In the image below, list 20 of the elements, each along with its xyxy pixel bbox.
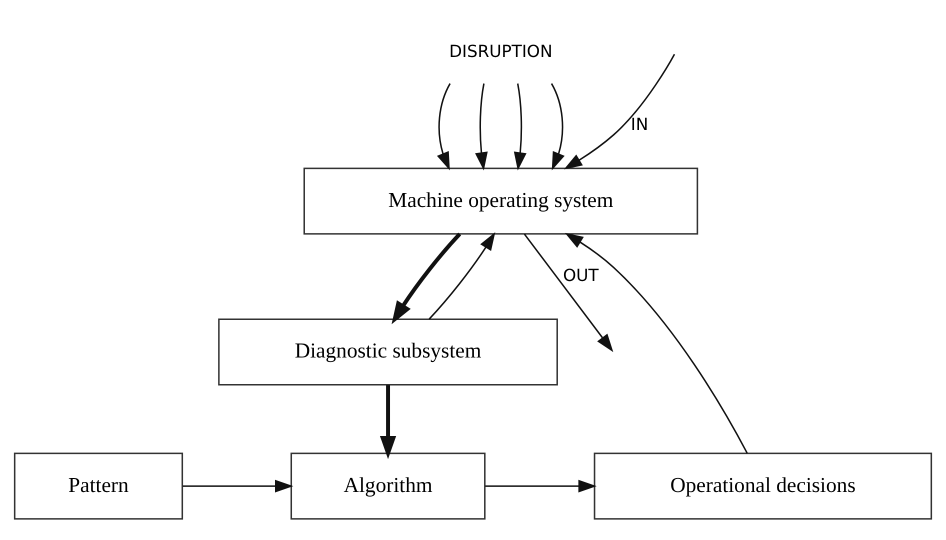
arrow	[514, 82, 527, 170]
edge-label: IN	[630, 113, 648, 134]
arrow	[564, 53, 676, 169]
arrow	[485, 479, 597, 492]
arrow	[550, 82, 565, 170]
arrow	[475, 82, 488, 170]
arrow	[524, 233, 614, 352]
node-box: Operational decisions	[594, 452, 932, 520]
node-text: DISRUPTION	[449, 40, 552, 60]
node-box: Algorithm	[290, 452, 486, 520]
arrow	[392, 232, 462, 324]
edge-label: OUT	[562, 264, 599, 284]
arrow	[428, 232, 496, 320]
arrow	[380, 384, 396, 459]
node-box: Pattern	[14, 452, 184, 520]
node-box: Machine operating system	[303, 167, 698, 234]
arrow	[564, 232, 748, 454]
arrow	[182, 479, 294, 492]
arrow	[436, 82, 451, 170]
node-box: Diagnostic subsystem	[218, 318, 558, 386]
